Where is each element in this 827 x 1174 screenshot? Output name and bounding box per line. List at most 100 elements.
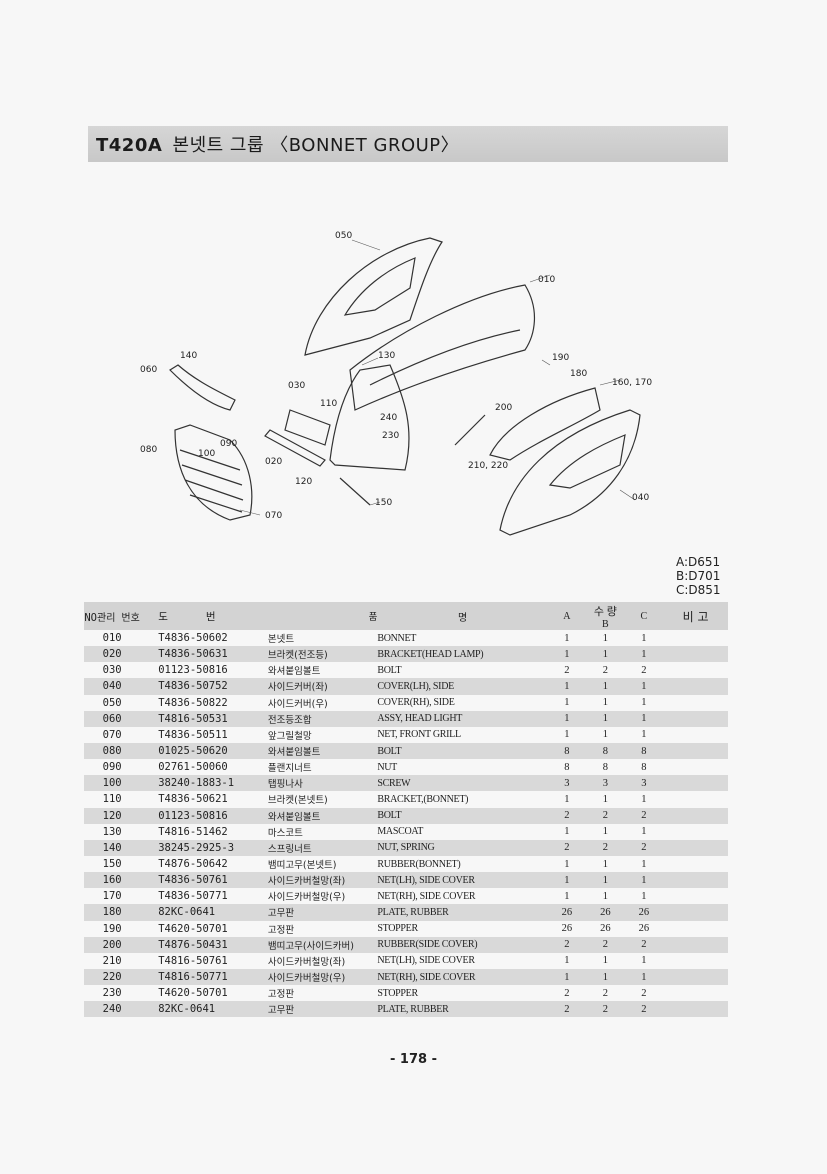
callout-070: 070 — [265, 511, 282, 521]
row-part-number: 82KC-0641 — [140, 904, 268, 921]
row-korean-name: 사이드카버철망(좌) — [267, 952, 378, 969]
row-remark — [663, 742, 728, 760]
row-remark — [663, 694, 728, 711]
row-no: 040 — [84, 678, 141, 695]
row-qty-c: 8 — [624, 742, 664, 760]
row-remark — [663, 968, 728, 986]
row-remark — [663, 726, 728, 743]
row-part-number: T4836-50511 — [140, 726, 268, 743]
row-part-number: T4836-50822 — [140, 694, 268, 711]
row-english-name: BOLT — [377, 742, 548, 760]
row-korean-name: 고무판 — [267, 904, 378, 921]
row-qty-c: 2 — [624, 839, 664, 856]
row-remark — [663, 952, 728, 969]
row-no: 030 — [84, 662, 141, 679]
exploded-parts-diagram: 050 010 130 190 180 160, 170 140 060 030… — [130, 220, 670, 550]
header-name-1: 품 — [267, 602, 378, 630]
row-english-name: BRACKET,(BONNET) — [377, 791, 548, 808]
row-qty-c: 1 — [624, 952, 664, 969]
header-qty-a: A — [547, 602, 587, 630]
row-qty-b: 8 — [586, 759, 625, 776]
row-english-name: ASSY, HEAD LIGHT — [377, 710, 548, 727]
row-remark — [663, 855, 728, 873]
leader-150 — [369, 501, 381, 506]
row-qty-c: 2 — [624, 985, 664, 1002]
head-light-shape — [169, 364, 236, 411]
row-english-name: NET, FRONT GRILL — [377, 726, 548, 743]
row-no: 080 — [84, 742, 141, 760]
row-qty-a: 26 — [547, 920, 587, 937]
callout-090: 090 — [220, 439, 237, 449]
row-qty-c: 1 — [624, 726, 664, 743]
row-no: 160 — [84, 872, 141, 889]
row-qty-b: 1 — [586, 791, 625, 808]
bonnet-bracket-shape — [284, 409, 331, 446]
callout-200: 200 — [495, 403, 512, 413]
row-qty-c: 1 — [624, 968, 664, 986]
row-english-name: STOPPER — [377, 920, 548, 937]
row-remark — [663, 904, 728, 921]
row-qty-c: 2 — [624, 936, 664, 953]
row-english-name: STOPPER — [377, 985, 548, 1002]
row-no: 120 — [84, 807, 141, 824]
callout-080: 080 — [140, 445, 157, 455]
row-english-name: SCREW — [377, 775, 548, 792]
row-qty-a: 1 — [547, 710, 587, 727]
row-remark — [663, 807, 728, 824]
row-qty-b: 2 — [586, 807, 625, 824]
row-qty-c: 2 — [624, 1001, 664, 1018]
row-no: 130 — [84, 823, 141, 840]
header-name-2-label: 명 — [458, 612, 467, 624]
header-drawing-2: 번 — [205, 610, 216, 623]
header-name-2: 명 — [377, 602, 548, 630]
row-qty-c: 1 — [624, 855, 664, 873]
row-no: 020 — [84, 646, 141, 663]
row-korean-name: 탭핑나사 — [267, 775, 378, 792]
row-qty-c: 1 — [624, 678, 664, 695]
row-qty-b: 26 — [586, 920, 625, 937]
row-english-name: NET(RH), SIDE COVER — [377, 888, 548, 905]
header-name-1-label: 품 — [368, 612, 378, 623]
row-qty-a: 2 — [547, 807, 587, 824]
row-english-name: NET(LH), SIDE COVER — [377, 952, 548, 969]
bonnet-stripe — [369, 329, 521, 386]
row-qty-c: 1 — [624, 791, 664, 808]
row-remark — [663, 936, 728, 953]
row-part-number: T4620-50701 — [140, 920, 268, 937]
row-qty-a: 2 — [547, 936, 587, 953]
row-korean-name: 뱀띠고무(사이드카버) — [267, 936, 378, 953]
row-qty-b: 1 — [586, 888, 625, 905]
row-part-number: T4876-50431 — [140, 936, 268, 953]
row-qty-b: 1 — [586, 646, 625, 663]
row-qty-a: 1 — [547, 823, 587, 840]
row-qty-a: 1 — [547, 630, 587, 647]
row-korean-name: 고정판 — [267, 920, 378, 937]
row-korean-name: 사이드커버(좌) — [267, 678, 378, 695]
side-cover-rh-vent — [343, 257, 416, 316]
row-no: 060 — [84, 710, 141, 727]
row-qty-c: 2 — [624, 662, 664, 679]
row-qty-a: 8 — [547, 742, 587, 760]
row-no: 200 — [84, 936, 141, 953]
row-qty-b: 8 — [586, 742, 625, 760]
row-english-name: NUT, SPRING — [377, 839, 548, 856]
row-qty-a: 1 — [547, 855, 587, 873]
callout-120: 120 — [295, 477, 312, 487]
head-lamp-bracket-shape — [264, 429, 326, 467]
header-mgmt-label: 관리 번호 — [97, 612, 140, 624]
row-remark — [663, 872, 728, 889]
callout-140: 140 — [180, 351, 197, 361]
